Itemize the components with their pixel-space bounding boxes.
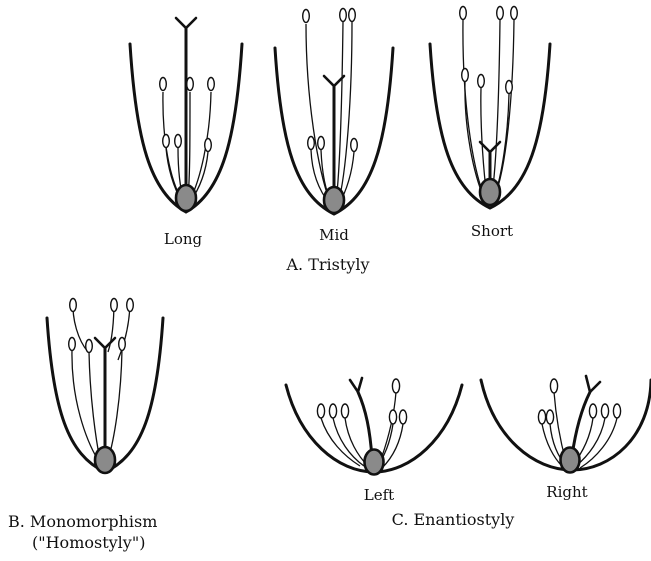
morph-label-left: Left	[364, 486, 394, 504]
morph-label-right: Right	[546, 483, 587, 501]
flower-left-morph	[286, 378, 462, 475]
panel-title-tristyly: A. Tristyly	[286, 255, 370, 274]
flower-homostyle	[47, 299, 163, 474]
panel-title-enantiostyly: C. Enantiostyly	[392, 510, 515, 529]
flower-long-morph	[130, 18, 242, 212]
flower-mid-morph	[275, 9, 393, 215]
morph-label-short: Short	[471, 222, 513, 240]
panel-subtitle-homostyly: ("Homostyly")	[32, 533, 145, 552]
flower-right-morph	[481, 376, 651, 473]
morph-label-long: Long	[164, 230, 203, 248]
morph-label-mid: Mid	[319, 226, 349, 244]
flower-short-morph	[430, 7, 550, 209]
panel-title-monomorphism: B. Monomorphism	[8, 512, 157, 531]
